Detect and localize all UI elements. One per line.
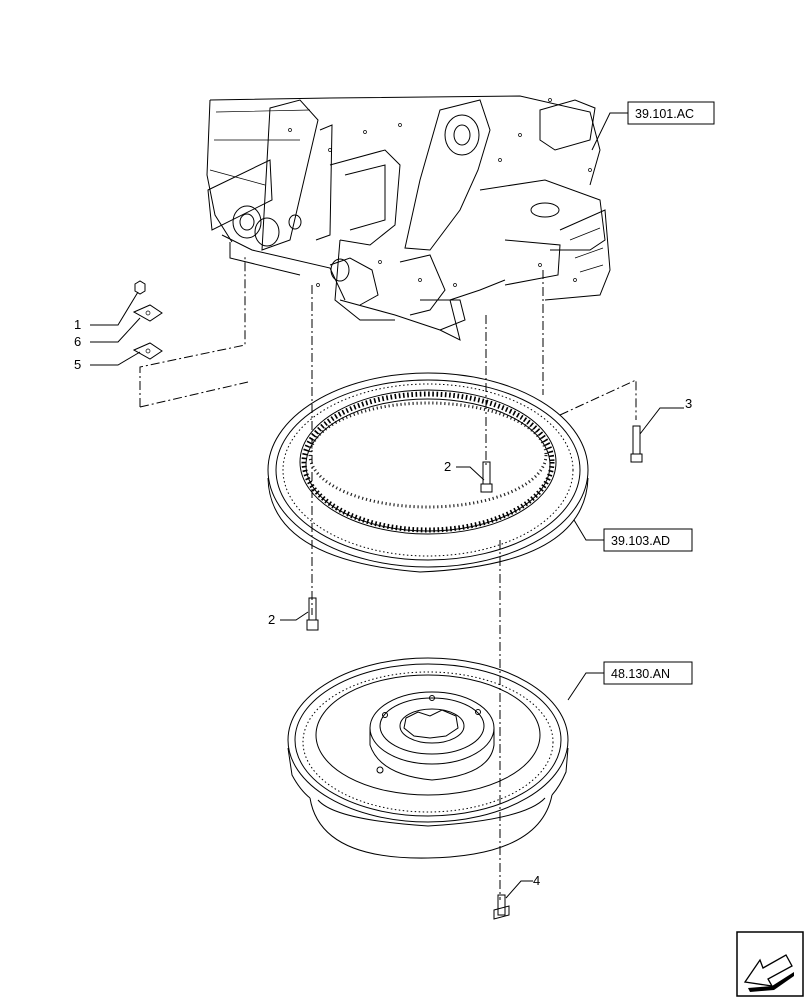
swing-ring [267, 372, 589, 573]
front-direction-icon [736, 931, 804, 997]
bolt-part-4 [493, 894, 510, 920]
swing-bearing-housing [287, 657, 569, 859]
callout-leaders [90, 112, 684, 899]
assembly-centerlines [139, 255, 637, 900]
callout-6: 6 [74, 334, 81, 349]
nut-part-1 [134, 280, 146, 295]
bolt-part-2-upper [480, 461, 493, 493]
callout-5: 5 [74, 357, 81, 372]
reference-label: 48.130.AN [611, 667, 670, 681]
reference-label: 39.101.AC [635, 107, 694, 121]
callout-4: 4 [533, 873, 540, 888]
bolt-part-3 [630, 425, 643, 463]
callout-1: 1 [74, 317, 81, 332]
bolt-part-2-lower [306, 597, 319, 631]
plate-part-6 [132, 304, 163, 322]
callout-3: 3 [685, 396, 692, 411]
left-fastener-stack [132, 280, 163, 360]
reference-box-48-130-an[interactable]: 48.130.AN [603, 661, 693, 685]
reference-box-39-101-ac[interactable]: 39.101.AC [627, 101, 715, 125]
callout-2-lower: 2 [268, 612, 275, 627]
reference-box-39-103-ad[interactable]: 39.103.AD [603, 528, 693, 552]
reference-label: 39.103.AD [611, 534, 670, 548]
callout-2-upper: 2 [444, 459, 451, 474]
upper-frame-assembly [206, 95, 611, 341]
plate-part-5 [132, 342, 163, 360]
